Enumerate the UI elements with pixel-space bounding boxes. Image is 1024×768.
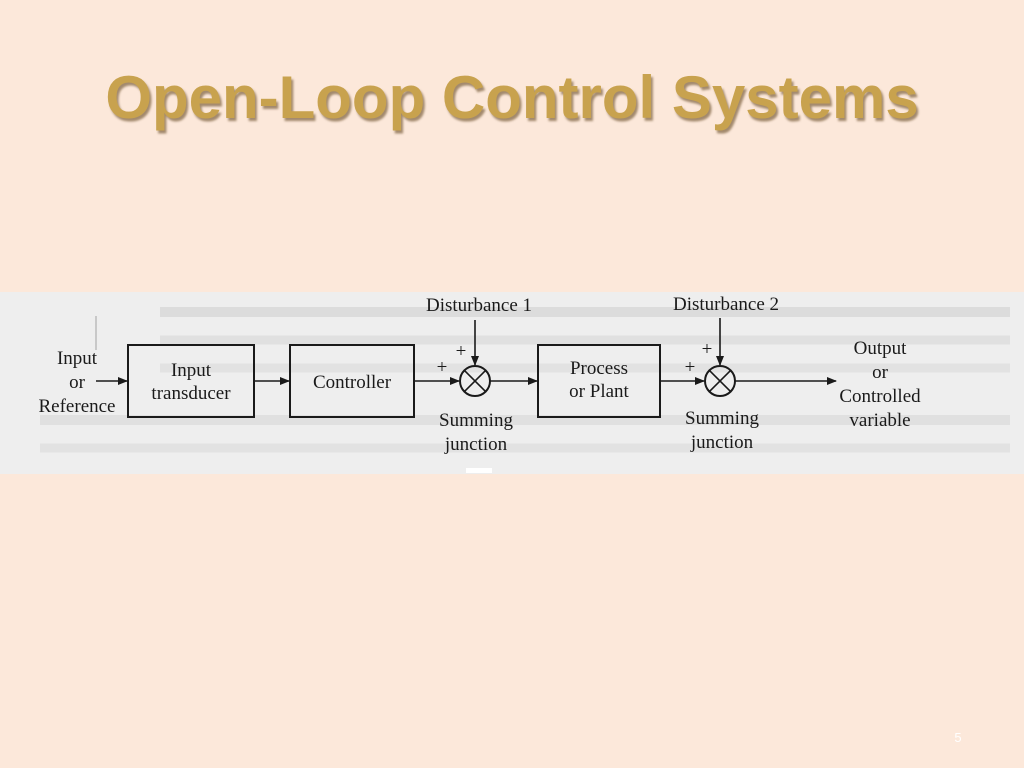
block-diagram-panel: Input or Reference Input transducer Cont… bbox=[0, 292, 1024, 474]
output-label-line-1: Output bbox=[854, 338, 908, 359]
output-label-line-4: variable bbox=[849, 410, 910, 431]
input-transducer-label-line-1: Input bbox=[171, 360, 212, 381]
summing-junction-2-label-line-1: Summing bbox=[685, 408, 759, 429]
disturbance-1-label: Disturbance 1 bbox=[426, 295, 532, 316]
summing-junction-1-label-line-1: Summing bbox=[439, 410, 513, 431]
scan-bleed-through bbox=[0, 292, 1024, 474]
summing-junction-2-label-line-2: junction bbox=[690, 432, 754, 453]
junction-1-disturbance-plus: + bbox=[456, 341, 467, 362]
page-number: 5 bbox=[954, 730, 962, 745]
junction-2-input-plus: + bbox=[685, 357, 696, 378]
slide-title: Open-Loop Control Systems bbox=[105, 64, 919, 131]
output-label-line-3: Controlled bbox=[839, 386, 921, 407]
junction-2-disturbance-plus: + bbox=[702, 339, 713, 360]
output-label-line-2: or bbox=[872, 362, 889, 383]
input-transducer-label-line-2: transducer bbox=[151, 383, 231, 404]
input-label-line-3: Reference bbox=[39, 396, 116, 417]
block-diagram: Input or Reference Input transducer Cont… bbox=[0, 292, 1024, 474]
disturbance-2-label: Disturbance 2 bbox=[673, 294, 779, 315]
process-label-line-2: or Plant bbox=[569, 381, 629, 402]
controller-label: Controller bbox=[313, 372, 392, 393]
process-label-line-1: Process bbox=[570, 358, 628, 379]
input-label-line-1: Input bbox=[57, 348, 98, 369]
junction-1-input-plus: + bbox=[437, 357, 448, 378]
summing-junction-1-label-line-2: junction bbox=[444, 434, 508, 455]
input-label-line-2: or bbox=[69, 372, 86, 393]
